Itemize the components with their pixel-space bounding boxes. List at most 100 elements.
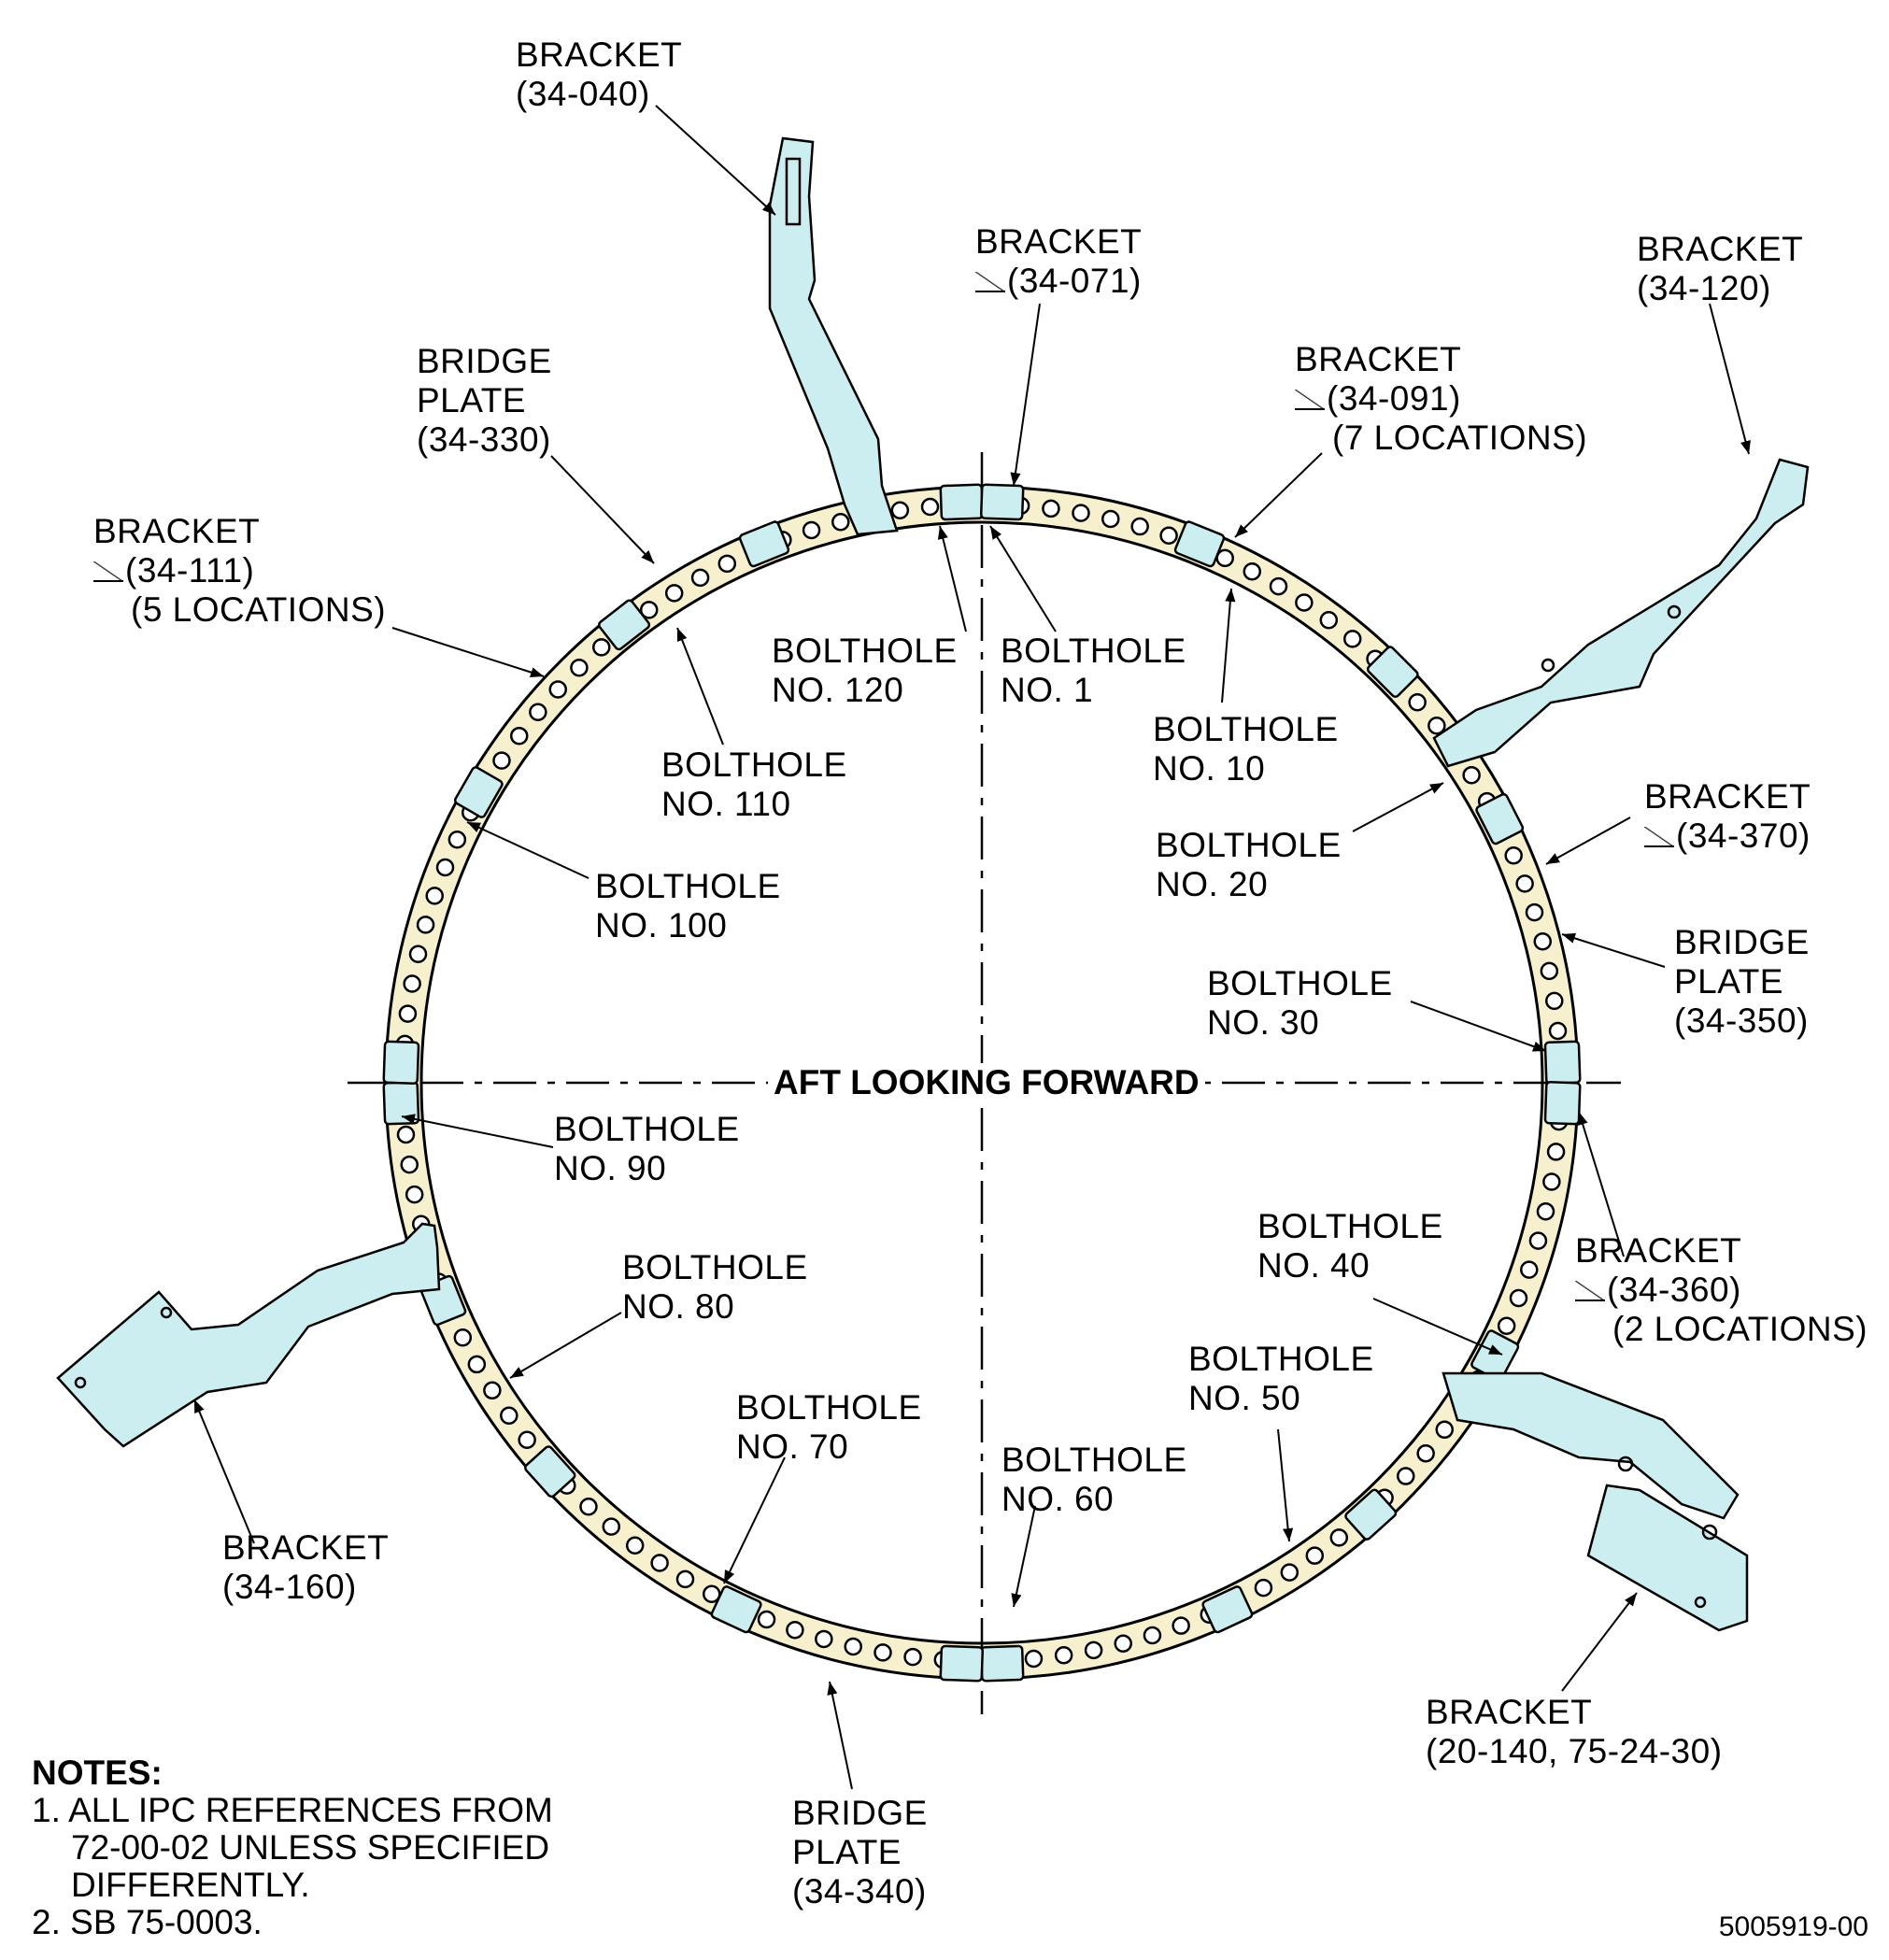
callout-line: BOLTHOLE [661,746,847,784]
callout-bracket-34-040: BRACKET (34-040) [516,36,682,114]
centerlines [348,452,1621,1714]
bolthole [1528,1231,1548,1250]
bracket-pad [1173,520,1226,568]
callout-bolthole-110: BOLTHOLE NO. 110 [661,746,847,824]
callout-line: BOLTHOLE [1207,964,1393,1002]
view-title: AFT LOOKING FORWARD [768,1063,1205,1102]
callout-line: NO. 1 [1001,671,1094,709]
bolthole [625,1536,645,1555]
bracket-pad [979,1644,1025,1683]
bolthole [408,944,428,963]
bolthole [518,1430,536,1450]
bolthole [509,726,529,746]
bolthole [831,513,850,532]
callout-bracket-34-120: BRACKET (34-120) [1637,230,1803,308]
callout-bolthole-50: BOLTHOLE NO. 50 [1188,1340,1374,1418]
callout-line: (20-140, 75-24-30) [1426,1732,1723,1770]
bolthole [920,497,940,517]
bolthole [1114,1634,1132,1653]
callout-line: (7 LOCATIONS) [1332,419,1588,457]
bolthole [1054,1646,1073,1665]
callout-bolthole-30: BOLTHOLE NO. 30 [1207,964,1393,1043]
callout-line: BRACKET [1644,777,1811,816]
bolthole [1319,610,1339,630]
callout-bracket-34-111: BRACKET (34-111) (5 LOCATIONS) [93,512,386,630]
bolthole [1243,561,1262,581]
bolthole [453,1328,473,1347]
callout-line: BOLTHOLE [1001,1441,1187,1479]
bolthole [403,974,421,993]
callout-bolthole-100: BOLTHOLE NO. 100 [595,867,781,945]
bolthole [435,858,455,877]
bracket-pad [1201,1585,1254,1634]
bolthole [570,659,589,677]
callout-line: PLATE [792,1833,902,1871]
callout-line: NO. 120 [772,671,904,709]
bolthole [602,1517,621,1536]
bolthole [1416,1443,1435,1463]
bracket-pad [710,1585,762,1634]
callout-line: BOLTHOLE [554,1110,740,1148]
bolthole [592,638,611,657]
bolthole [1497,1316,1516,1335]
bolthole [400,1155,419,1174]
notes-heading: NOTES: [32,1754,163,1792]
bolthole [1143,1626,1162,1645]
note-line: 1. ALL IPC REFERENCES FROM [32,1791,553,1829]
bracket-20-140-shape [1442,1371,1749,1632]
callout-bolthole-90: BOLTHOLE NO. 90 [554,1110,740,1188]
bolthole [529,703,547,722]
callout-line: (34-330) [417,420,551,459]
callout-line: BOLTHOLE [1156,826,1342,864]
callout-line: BOLTHOLE [1153,710,1339,748]
bolthole [1435,1420,1455,1440]
callout-bolthole-10: BOLTHOLE NO. 10 [1153,710,1339,788]
callout-bolthole-80: BOLTHOLE NO. 80 [622,1248,808,1327]
callout-line: (34-040) [516,75,650,113]
callout-bolthole-1: BOLTHOLE NO. 1 [1001,632,1186,710]
bolthole [1504,845,1523,865]
bracket-pad [1543,1040,1582,1086]
bolthole [1509,1288,1528,1308]
bolthole [1533,932,1552,951]
bracket-pad [1366,646,1419,699]
callout-line: (2 LOCATIONS) [1612,1310,1868,1348]
bracket-pad [979,483,1025,521]
callout-line: (34-370) [1644,817,1811,856]
bolthole [1269,576,1288,596]
callout-bolthole-70: BOLTHOLE NO. 70 [736,1388,922,1467]
callout-line: BRACKET [975,222,1143,261]
callout-line: BRACKET [93,512,261,550]
bolthole [1172,1616,1190,1635]
bolthole [1427,716,1446,735]
bolthole [1280,1563,1300,1582]
bolthole [416,916,435,934]
callout-line: NO. 90 [554,1149,667,1187]
bolthole [1396,1467,1415,1485]
bolthole [903,1647,922,1667]
bolthole [815,1629,833,1649]
bolthole [405,1185,424,1204]
note-line: 2. SB 75-0003. [32,1903,263,1941]
callout-line: NO. 10 [1153,749,1266,788]
bracket-pad [598,599,651,651]
bolthole [639,601,659,619]
callout-line: BRIDGE [792,1794,928,1832]
callout-bridge-plate-34-350: BRIDGE PLATE (34-350) [1674,923,1810,1041]
bolthole [1305,1546,1325,1565]
callout-line: PLATE [1674,962,1783,1001]
callout-bracket-34-360: BRACKET (34-360) (2 LOCATIONS) [1575,1231,1868,1349]
bolthole [1542,1172,1561,1191]
bracket-pad [382,1040,420,1086]
bolthole [802,520,821,540]
bolthole [675,1569,695,1589]
callout-bolthole-40: BOLTHOLE NO. 40 [1257,1207,1443,1285]
bolthole [548,680,568,699]
callout-bolthole-120: BOLTHOLE NO. 120 [772,632,958,710]
callout-line: (34-091) [1295,379,1587,419]
bolthole [1101,509,1120,529]
callout-line: BRACKET [1575,1231,1742,1270]
figure-number: 5005919-00 [1718,1911,1868,1942]
bolthole [492,751,511,770]
